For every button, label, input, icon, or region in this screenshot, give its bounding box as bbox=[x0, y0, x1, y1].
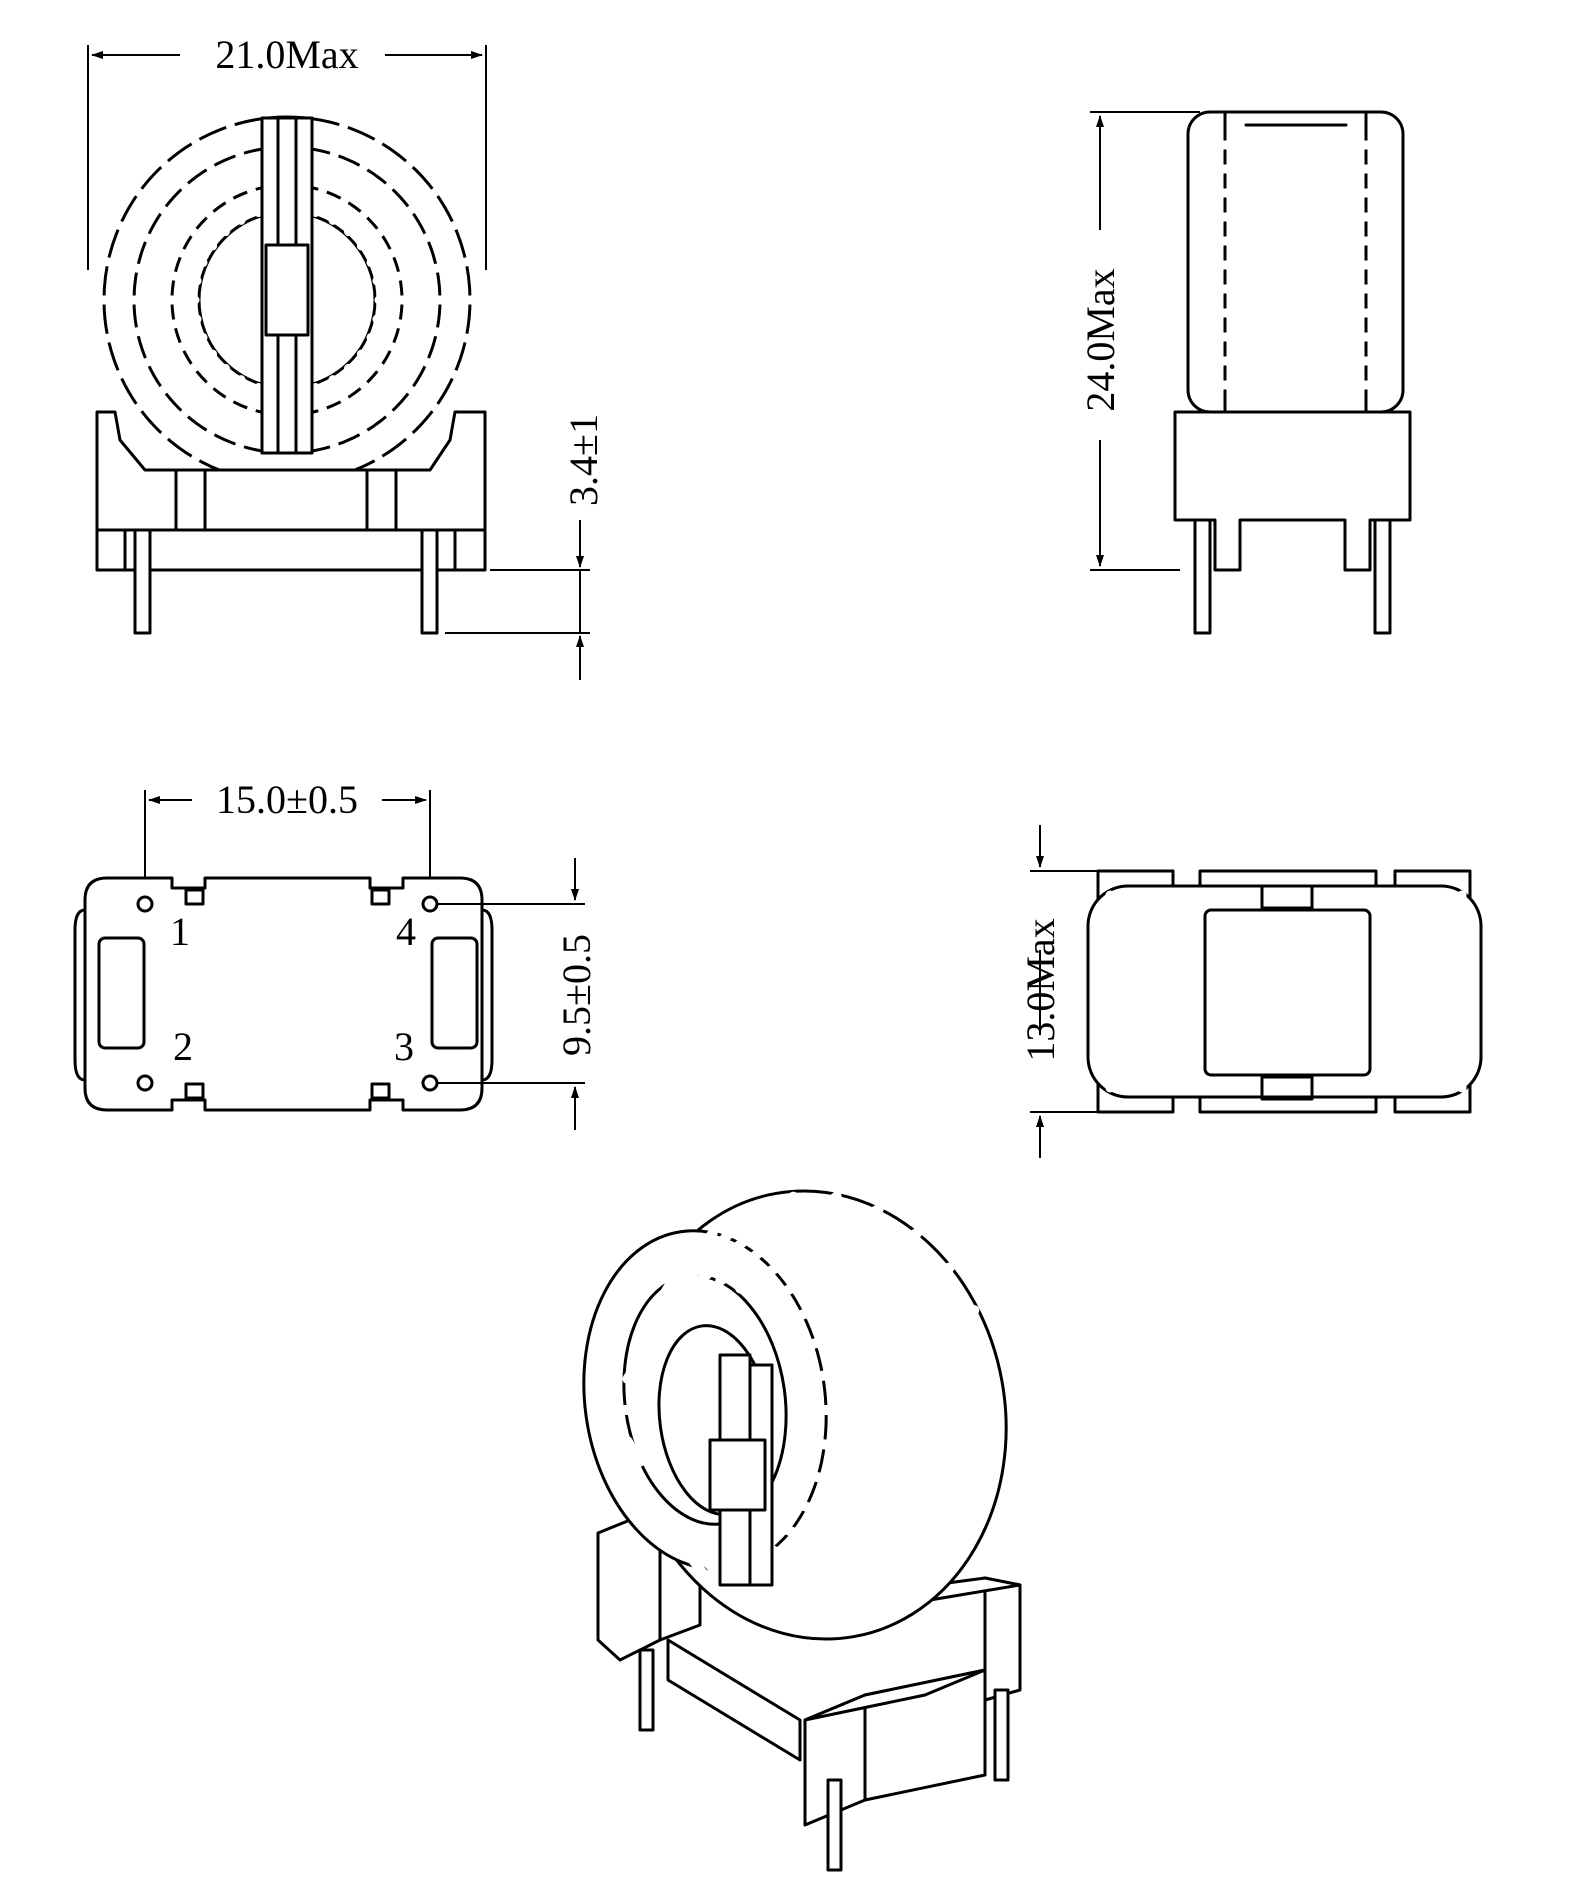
winding-turn-fill bbox=[328, 125, 390, 225]
winding-turn-fill bbox=[735, 1203, 884, 1294]
pin-length-dimension: 3.4±1 bbox=[445, 414, 606, 680]
pin-row-spacing-dimension: 9.5±0.5 bbox=[438, 858, 599, 1130]
winding-turn-fill bbox=[221, 109, 264, 218]
winding-turn-fill bbox=[123, 349, 218, 420]
winding-turn-fill bbox=[344, 149, 423, 237]
winding-turn-fill bbox=[356, 180, 451, 251]
winding-turn-fill bbox=[674, 1203, 757, 1294]
winding-turn-fill bbox=[151, 363, 230, 451]
pin-front-right bbox=[420, 528, 439, 635]
pin-hole-2 bbox=[136, 1074, 154, 1092]
coil-top bbox=[1086, 869, 1483, 1114]
pin-hole-3 bbox=[421, 1074, 439, 1092]
winding-turns-side bbox=[1195, 140, 1395, 390]
pin-hole-1 bbox=[136, 895, 154, 913]
winding-turn-fill bbox=[372, 314, 484, 346]
pin-label-1: 1 bbox=[170, 909, 190, 954]
front-view: 21.0Max bbox=[86, 32, 606, 680]
winding-turn-fill bbox=[328, 375, 390, 475]
pin-label-3: 3 bbox=[394, 1024, 414, 1069]
top-view: 13.0Max bbox=[1018, 825, 1483, 1158]
winding-turn-fill bbox=[372, 254, 484, 286]
pin-label-4: 4 bbox=[396, 909, 416, 954]
pin-pitch-dimension: 15.0±0.5 bbox=[144, 777, 431, 895]
iso-toroid bbox=[582, 1189, 1008, 1641]
winding-turn-fill bbox=[151, 149, 230, 237]
winding-turns-top bbox=[1105, 890, 1467, 1093]
winding-turn-fill bbox=[184, 125, 246, 225]
top-depth-dimension: 13.0Max bbox=[1018, 825, 1110, 1158]
pin-front-left bbox=[133, 528, 152, 635]
winding-turn-fill bbox=[674, 1526, 757, 1617]
isometric-view bbox=[582, 1189, 1022, 1872]
pin-side-left bbox=[1193, 518, 1212, 635]
winding-turn-fill bbox=[366, 332, 471, 385]
winding-turn-fill bbox=[715, 1191, 842, 1286]
coil-side bbox=[1186, 110, 1405, 414]
toroid-coil-front bbox=[86, 109, 488, 491]
winding-turn-fill bbox=[629, 1465, 661, 1515]
pin-side-right bbox=[1373, 518, 1392, 635]
winding-turn-fill bbox=[90, 314, 202, 346]
winding-turn-fill bbox=[103, 215, 208, 268]
pin-hole-4 bbox=[421, 895, 439, 913]
winding-turn-fill bbox=[103, 332, 208, 385]
winding-turn-fill bbox=[768, 1262, 955, 1329]
winding-turn-fill bbox=[622, 1353, 646, 1384]
winding-turn-fill bbox=[90, 254, 202, 286]
winding-turn-fill bbox=[366, 215, 471, 268]
winding-turn-fill bbox=[356, 349, 451, 420]
winding-turn-fill bbox=[753, 1228, 923, 1309]
pin-length-label: 3.4±1 bbox=[561, 414, 606, 506]
winding-turn-fill bbox=[787, 1436, 995, 1467]
winding-turn-fill bbox=[780, 1465, 980, 1515]
winding-turn-fill bbox=[694, 1191, 799, 1286]
base-side bbox=[1173, 410, 1412, 635]
winding-turn-fill bbox=[780, 1305, 980, 1355]
side-view: 24.0Max bbox=[1078, 110, 1412, 635]
pin-row-spacing-label: 9.5±0.5 bbox=[554, 934, 599, 1056]
winding-turn-fill bbox=[768, 1491, 955, 1558]
base-bottom: 1 2 3 4 bbox=[73, 876, 494, 1112]
front-width-label: 21.0Max bbox=[215, 32, 358, 77]
winding-turn-fill bbox=[184, 375, 246, 475]
winding-turn-fill bbox=[622, 1436, 646, 1467]
iso-pin-2 bbox=[826, 1778, 843, 1872]
base-front bbox=[95, 410, 487, 635]
winding-turn-fill bbox=[344, 363, 423, 451]
pin-pitch-label: 15.0±0.5 bbox=[216, 777, 358, 822]
bottom-view: 15.0±0.5 1 2 3 4 9.5±0.5 bbox=[73, 777, 599, 1130]
winding-turn-fill bbox=[753, 1511, 923, 1592]
side-height-label: 24.0Max bbox=[1078, 268, 1123, 411]
side-height-dimension: 24.0Max bbox=[1078, 111, 1200, 571]
iso-pin-1 bbox=[638, 1648, 655, 1732]
winding-turn-fill bbox=[310, 109, 353, 218]
front-width-dimension: 21.0Max bbox=[87, 32, 487, 270]
iso-pin-3 bbox=[993, 1688, 1010, 1782]
winding-turn-fill bbox=[787, 1353, 995, 1384]
winding-turn-fill bbox=[656, 1228, 718, 1309]
top-depth-label: 13.0Max bbox=[1018, 918, 1063, 1061]
winding-turns bbox=[86, 109, 488, 491]
pin-label-2: 2 bbox=[173, 1024, 193, 1069]
winding-turn-fill bbox=[123, 180, 218, 251]
